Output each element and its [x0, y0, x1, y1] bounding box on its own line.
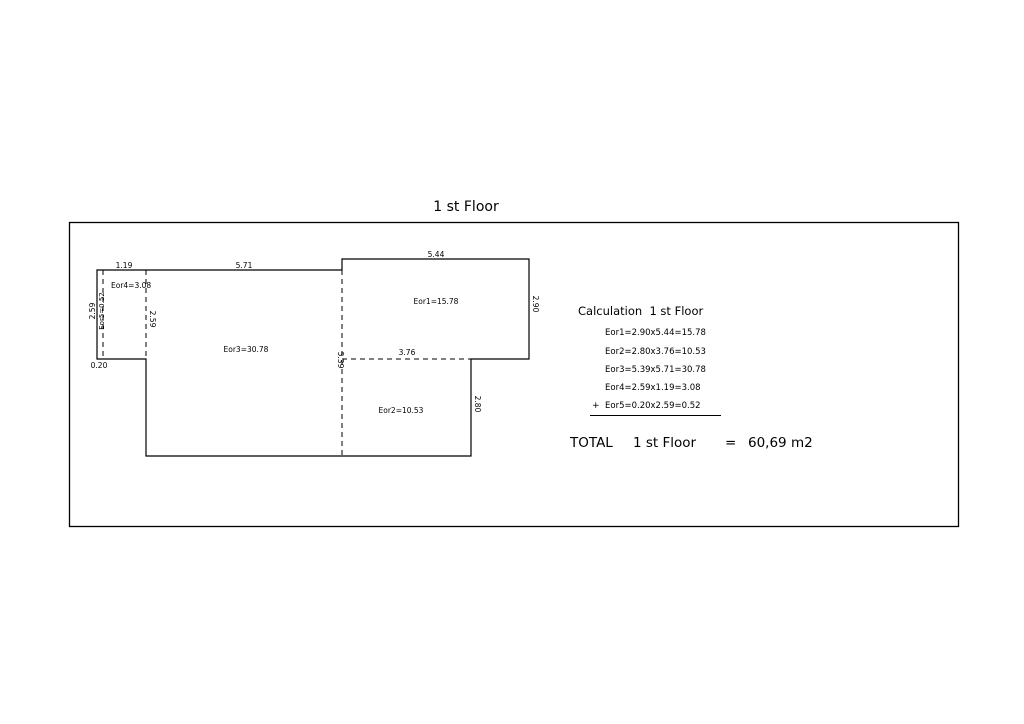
dim-2-80: 2.80: [473, 396, 482, 413]
dim-1-19: 1.19: [116, 261, 133, 270]
calc-plus-sign: +: [592, 401, 600, 411]
calc-line-eor1: Eor1=2.90x5.44=15.78: [605, 328, 706, 338]
area-label-eor4: Eor4=3.08: [111, 281, 151, 290]
dim-5-44: 5.44: [428, 250, 445, 259]
page-title: 1 st Floor: [433, 199, 499, 215]
dim-2-59-west: 2.59: [88, 302, 97, 319]
dim-2-59-inner: 2.59: [148, 311, 157, 328]
building-outline: [96, 258, 530, 457]
total-floor-label: 1 st Floor: [633, 435, 697, 451]
dim-5-39: 5.39: [336, 352, 345, 369]
total-equals: =: [725, 435, 736, 451]
calc-line-eor4: Eor4=2.59x1.19=3.08: [605, 383, 701, 393]
calculation-heading: Calculation 1 st Floor: [578, 304, 703, 318]
dim-5-71: 5.71: [236, 261, 253, 270]
area-label-eor1: Eor1=15.78: [414, 297, 459, 306]
area-label-eor2: Eor2=10.53: [379, 406, 424, 415]
area-label-eor3: Eor3=30.78: [224, 345, 269, 354]
dim-0-20: 0.20: [91, 361, 108, 370]
calc-line-eor3: Eor3=5.39x5.71=30.78: [605, 365, 706, 375]
dim-3-76: 3.76: [399, 348, 416, 357]
dim-2-90: 2.90: [531, 296, 540, 313]
total-label: TOTAL: [569, 435, 613, 451]
drawing-frame: [68, 221, 960, 528]
total-value: 60,69 m2: [748, 435, 813, 451]
calc-line-eor5: Eor5=0.20x2.59=0.52: [605, 401, 701, 411]
calc-line-eor2: Eor2=2.80x3.76=10.53: [605, 347, 706, 357]
area-label-eor5: Eor5=0.52: [98, 292, 106, 330]
